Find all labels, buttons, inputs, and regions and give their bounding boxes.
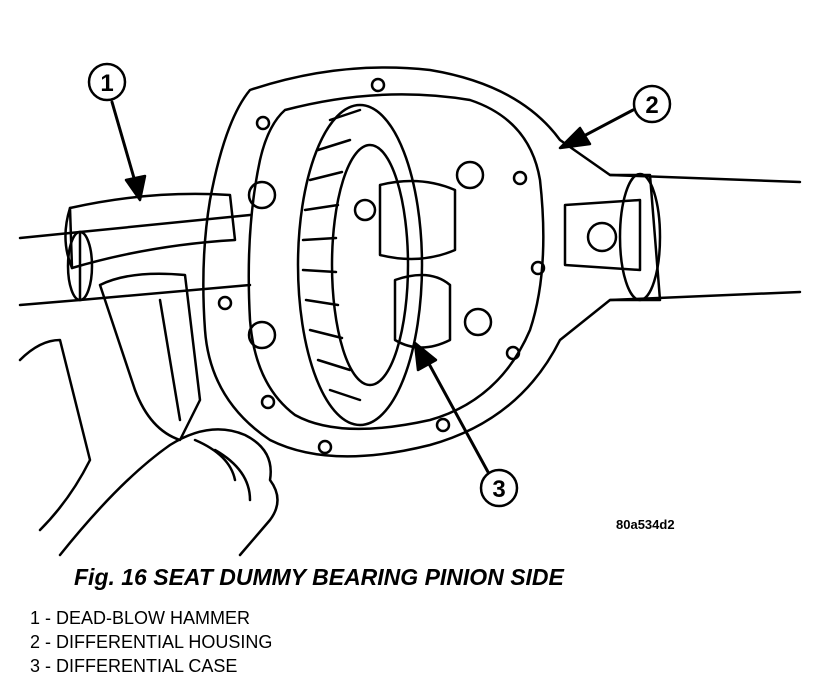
ring-gear [296,103,424,427]
reference-code: 80a534d2 [616,517,675,532]
figure-title: Fig. 16 SEAT DUMMY BEARING PINION SIDE [74,564,564,590]
legend-item-1: 1 - DEAD-BLOW HAMMER [30,608,251,628]
callout-2: 2 [558,84,672,150]
callout-3-number: 3 [492,476,505,503]
legend-item-3: 3 - DIFFERENTIAL CASE [30,656,238,676]
callout-1: 1 [87,62,147,202]
legend-item-2: 2 - DIFFERENTIAL HOUSING [30,632,273,652]
legend: 1 - DEAD-BLOW HAMMER 2 - DIFFERENTIAL HO… [30,606,272,678]
differential-illustration: 1 2 3 [18,62,802,557]
right-axle-tube [563,172,802,302]
callout-3: 3 [413,341,519,508]
differential-case [247,160,493,350]
hand [18,338,279,557]
differential-housing [202,66,662,458]
callout-2-number: 2 [645,92,658,119]
dead-blow-hammer [64,192,237,442]
callout-1-number: 1 [100,70,113,97]
left-axle-tube [18,213,252,307]
